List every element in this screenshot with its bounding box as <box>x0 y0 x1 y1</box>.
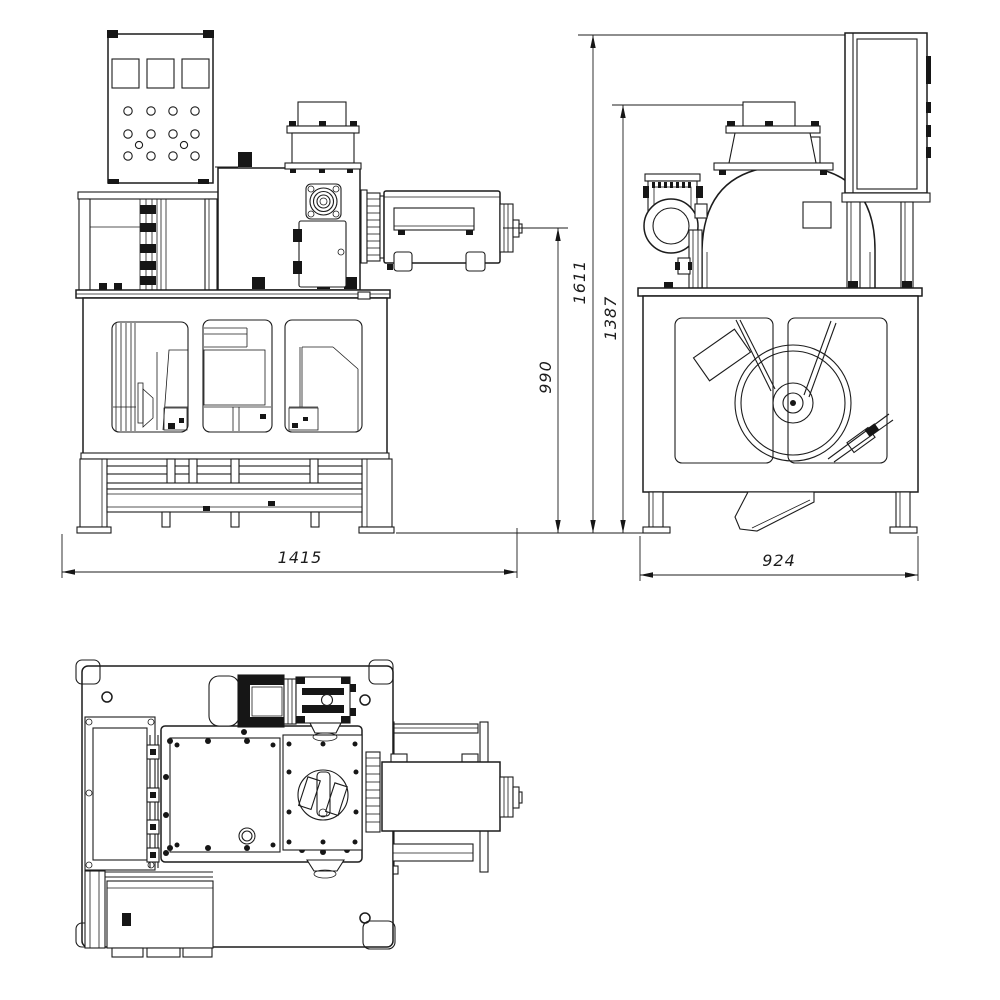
feed-hopper-front <box>284 101 362 173</box>
foot <box>889 526 918 534</box>
tensioner-rail-top <box>146 735 160 868</box>
dimension-front-width: 1415 <box>61 528 518 578</box>
access-door <box>293 220 347 288</box>
control-panel <box>107 30 214 184</box>
gearbox-housing <box>215 152 361 291</box>
cabinet-window <box>111 321 189 433</box>
dimension-side-depth: 924 <box>639 536 919 581</box>
feed-tray-top <box>84 716 156 871</box>
foot <box>76 526 112 534</box>
dimension-total-height: 1611 <box>570 34 845 533</box>
corner-pad <box>75 659 101 685</box>
side-view <box>637 32 931 534</box>
flywheel <box>734 344 852 462</box>
dim-label-924: 924 <box>762 551 796 570</box>
dimension-axis-height: 990 <box>536 228 561 533</box>
drive-motor-front <box>383 190 568 272</box>
top-view <box>75 659 523 958</box>
feeder-bracket <box>692 328 752 382</box>
hinge <box>926 102 931 113</box>
base-cabinet-front <box>82 291 388 456</box>
base-cabinet-side <box>637 287 923 493</box>
tensioner-clips <box>140 205 156 285</box>
cabinet-window <box>674 317 774 464</box>
hinge <box>926 125 931 137</box>
window3-detail <box>288 346 359 431</box>
plate-hole <box>101 691 113 703</box>
panel-display <box>181 58 210 89</box>
side-legs <box>642 491 918 534</box>
dim-label-1387: 1387 <box>601 296 620 341</box>
hinge <box>926 56 931 84</box>
panel-buttons <box>123 106 200 161</box>
feed-hopper-side <box>713 101 834 175</box>
dome-shoulder <box>802 201 832 229</box>
discharge-box-top <box>84 870 214 958</box>
hinge <box>926 147 931 158</box>
sub-frame <box>76 452 395 534</box>
bottom-coupling <box>305 859 346 872</box>
cabinet-window <box>284 319 363 433</box>
corner-pad <box>362 920 396 950</box>
rotor-opening <box>297 769 349 821</box>
dim-label-990: 990 <box>536 360 555 394</box>
panel-display <box>111 58 140 89</box>
dimension-inlet-height: 1387 <box>601 104 743 533</box>
worm-reducer-top <box>295 676 356 724</box>
mixer-motor-top <box>208 674 356 735</box>
foot <box>358 526 395 534</box>
corner-pad <box>368 659 394 685</box>
mill-head-top <box>365 751 523 862</box>
foot <box>642 526 671 534</box>
coupling <box>360 189 385 264</box>
dim-label-1415: 1415 <box>278 548 323 567</box>
dimension-annotations: 1415 924 990 1611 <box>61 34 919 581</box>
mill-housing-top <box>160 722 363 879</box>
cabinet-window <box>202 319 273 433</box>
drive-flange-circle <box>643 198 699 254</box>
front-view <box>75 30 568 534</box>
panel-display <box>146 58 175 89</box>
milling-chamber <box>282 734 363 851</box>
side-drive-assembly <box>643 173 708 289</box>
housing-cover-plate <box>169 737 281 853</box>
cabinet-window <box>787 317 888 464</box>
plate-hole <box>359 694 371 706</box>
belt-drive-detail <box>113 323 188 431</box>
dim-label-1611: 1611 <box>570 260 589 305</box>
discharge-chute <box>734 491 815 532</box>
plate-hole <box>359 912 371 924</box>
bearing-flange <box>305 183 342 220</box>
electrical-cabinet-side <box>841 32 931 289</box>
window2-detail <box>203 327 271 431</box>
